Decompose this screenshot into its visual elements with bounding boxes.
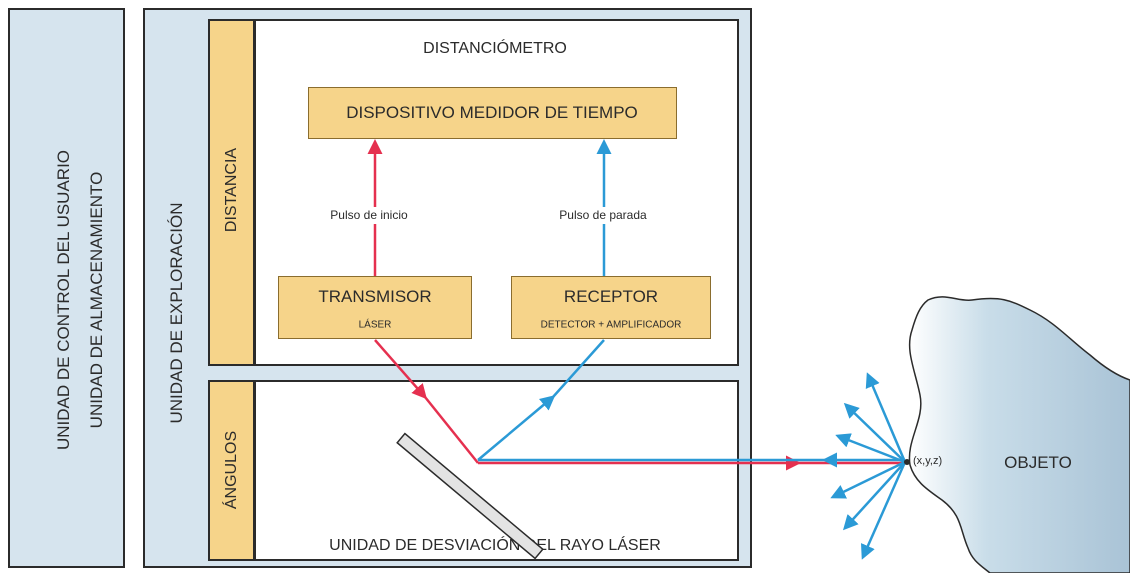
receiver-title: RECEPTOR (563, 287, 659, 306)
angles-side-tab (208, 380, 255, 561)
timer-device-box (308, 87, 677, 139)
receiver-subtitle: DETECTOR + AMPLIFICADOR (540, 319, 682, 331)
return-beam-up-2 (552, 339, 605, 398)
start-pulse-label: Pulso de inicio (328, 207, 410, 223)
object-label: OBJETO (1004, 453, 1072, 472)
scatter-rays (830, 372, 907, 560)
distance-meter-title: DISTANCIÓMETRO (423, 40, 567, 57)
timer-device-label: DISPOSITIVO MEDIDOR DE TIEMPO (346, 103, 638, 122)
laser-beam-down (374, 339, 427, 400)
control-storage-panel (8, 8, 125, 568)
deflection-unit-box (254, 380, 739, 561)
object-shape (908, 296, 1130, 573)
object-point-label: (x,y,z) (913, 455, 943, 467)
object-point-marker (904, 459, 910, 465)
deflection-mirror (396, 432, 544, 560)
stop-pulse-label: Pulso de parada (557, 207, 649, 223)
transmitter-title: TRANSMISOR (318, 287, 432, 306)
deflection-unit-title: UNIDAD DE DESVIACIÓN DEL RAYO LÁSER (329, 537, 661, 554)
distance-side-tab (208, 19, 255, 366)
transmitter-subtitle: LÁSER (358, 319, 392, 331)
return-beam-up-1 (477, 395, 556, 461)
transmitter-box (278, 276, 472, 339)
laser-beam-to-mirror (424, 396, 479, 464)
receiver-box (511, 276, 711, 339)
